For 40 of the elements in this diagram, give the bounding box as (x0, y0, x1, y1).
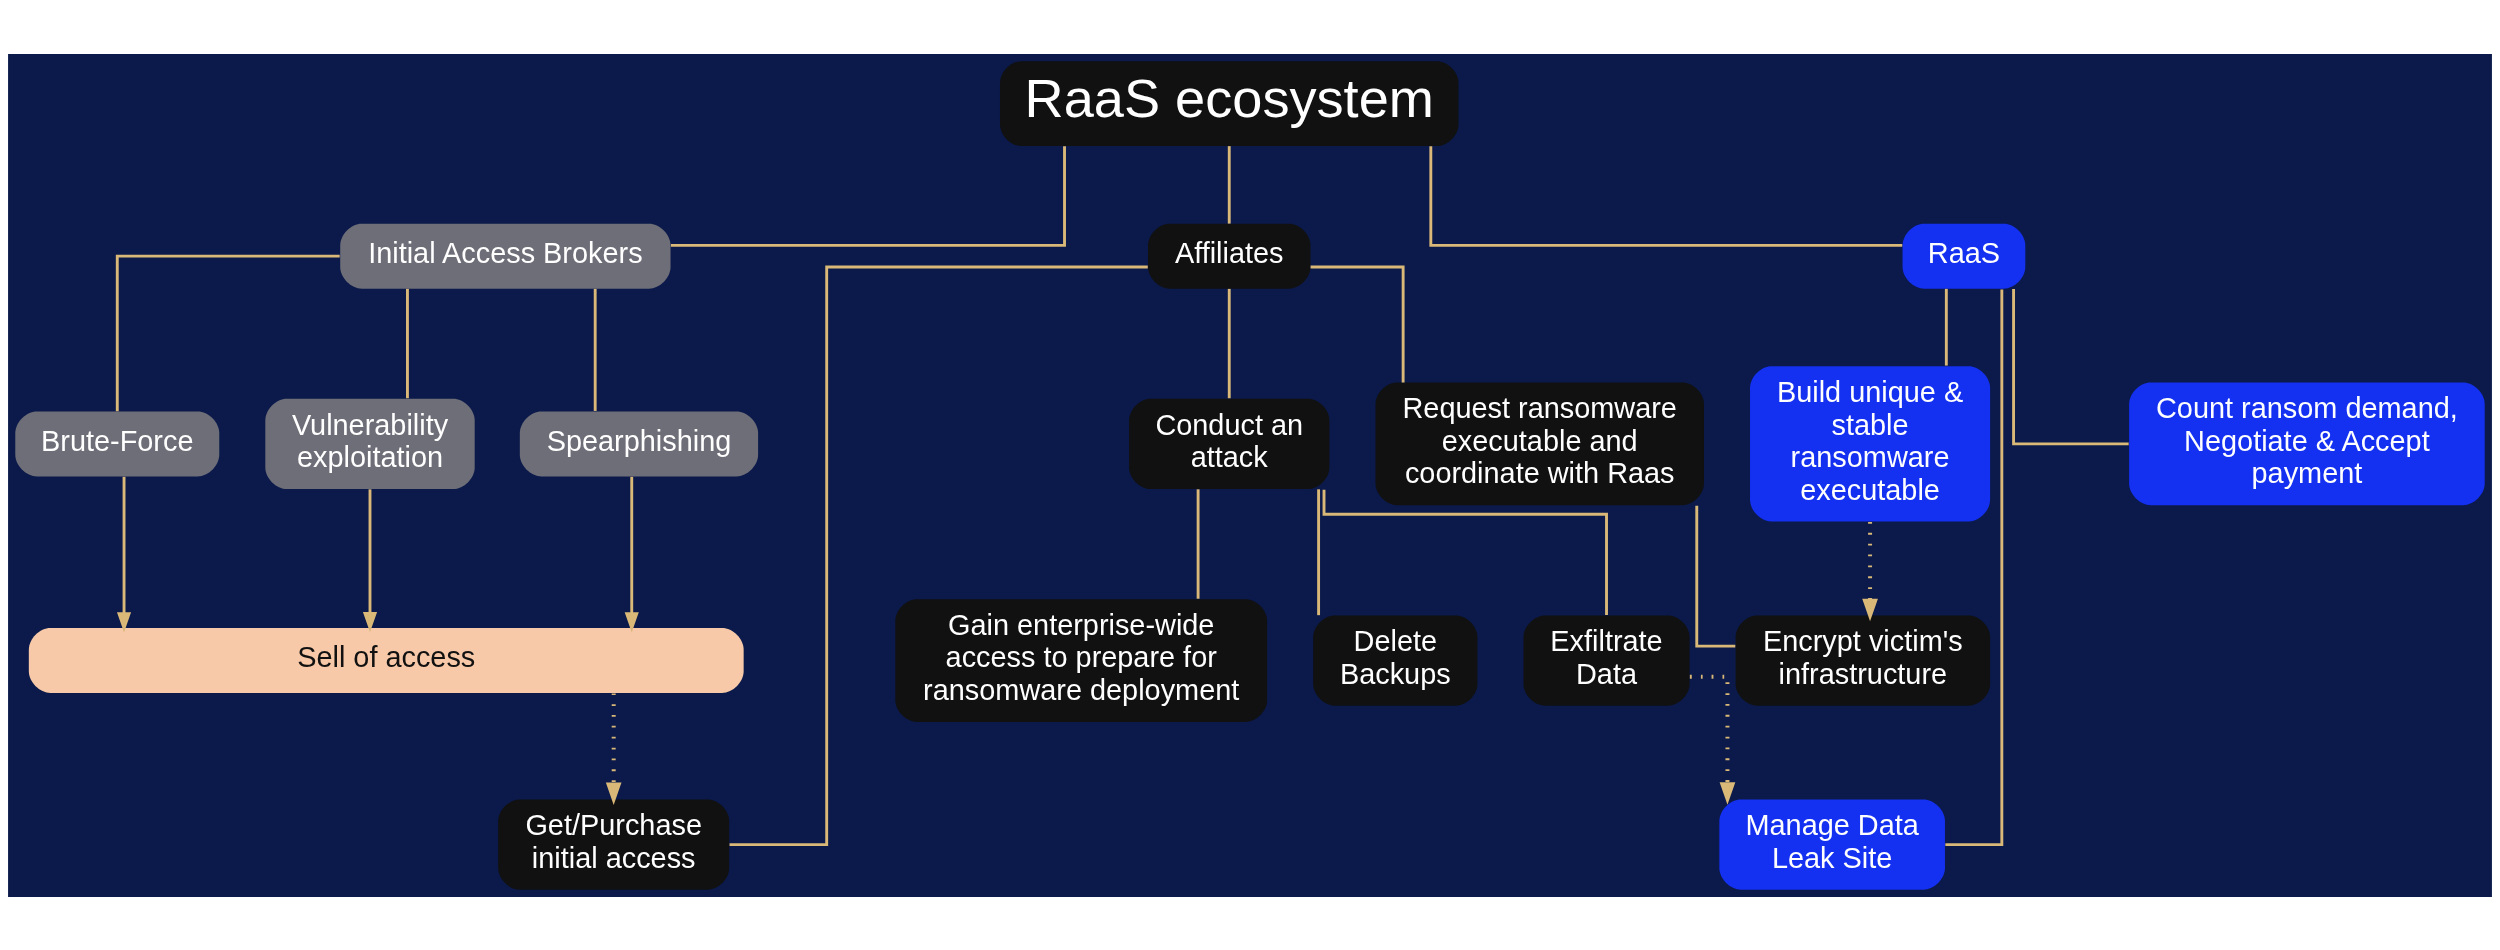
node-box: Manage Data Leak Site (1719, 799, 1945, 890)
connector (1695, 505, 1736, 648)
node-box: Gain enterprise-wide access to prepare for ransomware deployment (895, 598, 1268, 722)
arrow (605, 692, 622, 805)
arrow (362, 488, 378, 632)
node-box: RaaS ecosystem (1000, 60, 1459, 146)
connector (406, 288, 409, 398)
connector (2012, 288, 2129, 445)
connector (1227, 145, 1231, 224)
connector (1317, 488, 1321, 615)
node-box: Count ransom demand, Negotiate & Accept payment (2129, 382, 2485, 505)
connector (670, 145, 1066, 247)
node-box: RaaS (1902, 223, 2026, 289)
connector (1227, 288, 1231, 398)
arrow (624, 476, 639, 632)
node-box: Exfiltrate Data (1523, 614, 1690, 706)
node-box: Brute-Force (15, 410, 220, 476)
node-box: Request ransomware executable and coordinate with Raas (1375, 382, 1704, 505)
connector (1322, 489, 1608, 615)
connector (1945, 289, 2004, 846)
node-box: Vulnerability exploitation (265, 398, 475, 489)
node-box: Build unique & stable ransomware executable (1750, 365, 1991, 522)
connector (1196, 488, 1200, 599)
arrow (116, 476, 132, 632)
node-box: Spearphishing (519, 410, 759, 476)
arrow (1689, 674, 1736, 805)
connector (1310, 265, 1405, 383)
connector (1429, 145, 1903, 247)
arrow (1862, 521, 1878, 621)
node-box: Get/Purchase initial access (498, 799, 730, 890)
node-box: Delete Backups (1313, 614, 1478, 706)
connector (115, 254, 340, 411)
connector (1944, 288, 1948, 366)
node-box: Conduct an attack (1129, 398, 1330, 489)
node-box: Initial Access Brokers (340, 223, 671, 289)
connector (729, 265, 1148, 846)
node-box: Sell of access (28, 627, 744, 693)
node-box: Affiliates (1148, 223, 1311, 289)
connector (593, 288, 597, 411)
node-box: Encrypt victim's infrastructure (1735, 614, 1991, 706)
